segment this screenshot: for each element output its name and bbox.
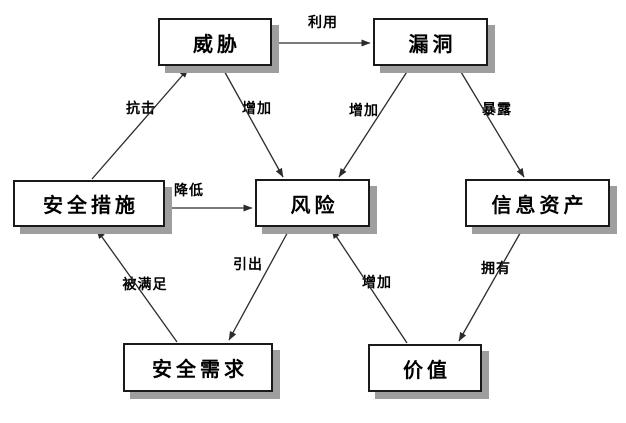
node-security-requirements: 安全需求 <box>123 343 273 392</box>
edge-label-risk-security-requirements: 引出 <box>233 257 263 273</box>
edge-vulnerability-risk <box>338 66 411 178</box>
edge-label-threat-vulnerability: 利用 <box>308 15 338 31</box>
edge-label-security-measures-risk: 降低 <box>174 183 204 199</box>
edge-label-vulnerability-information-assets: 暴露 <box>482 102 512 118</box>
edge-vulnerability-information-assets <box>457 66 525 178</box>
node-value: 价值 <box>368 344 482 392</box>
edge-label-vulnerability-risk: 增加 <box>349 103 379 119</box>
node-information-assets: 信息资产 <box>465 179 610 227</box>
node-vulnerability: 漏洞 <box>373 18 488 66</box>
node-risk: 风险 <box>255 179 370 227</box>
edge-label-threat-risk: 增加 <box>242 101 272 117</box>
edge-information-assets-value <box>458 227 524 342</box>
edge-label-security-measures-threat: 抗击 <box>126 101 156 117</box>
node-threat: 威胁 <box>158 18 272 66</box>
edge-security-measures-threat <box>91 68 189 180</box>
edge-threat-risk <box>221 66 284 178</box>
edge-security-requirements-security-measures <box>96 229 178 343</box>
edge-risk-security-requirements <box>228 227 291 341</box>
edge-value-risk <box>331 229 408 344</box>
node-security-measures: 安全措施 <box>13 180 165 227</box>
